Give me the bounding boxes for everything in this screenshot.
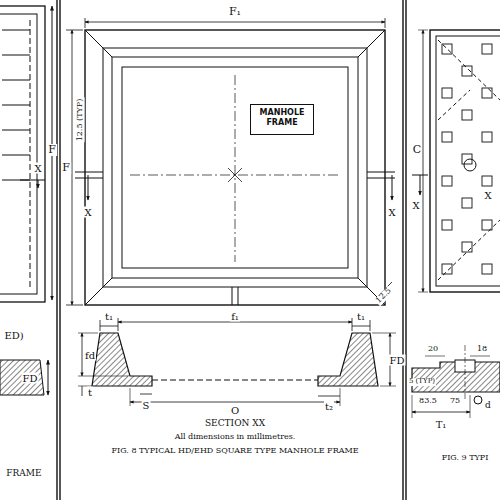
dimension-label: X: [411, 200, 420, 211]
dimension-label: fd: [84, 350, 96, 361]
cover-hole: [462, 110, 472, 120]
dimension-label: 83.5: [418, 397, 438, 406]
dimension-label: d: [484, 401, 492, 411]
section-title: SECTION XX: [204, 419, 266, 429]
dimension-label: F: [61, 162, 71, 174]
dimension-label: 20: [427, 345, 439, 354]
section-xx: [78, 318, 396, 406]
cover-hole: [442, 220, 452, 230]
dimension-label: C: [412, 144, 422, 156]
figure-title: FRAME: [5, 469, 42, 479]
dimension-label: f₁: [230, 311, 240, 322]
dimension-label: X: [83, 207, 92, 218]
cover-hole: [482, 44, 492, 54]
cover-hole: [482, 176, 492, 186]
dimension-label: X: [483, 190, 492, 201]
panel-border: [57, 0, 60, 500]
section-mark: X: [33, 163, 42, 174]
note-text: FIG. 9 TYPI: [441, 454, 490, 463]
dimension-letter: FD: [22, 373, 39, 384]
dimension-label: S: [142, 400, 151, 411]
dimension-label: FD: [389, 355, 406, 366]
dimension-label: 5 (TYP): [408, 378, 436, 386]
cover-hole: [462, 242, 472, 252]
panel-border: [403, 0, 406, 500]
dimension-letter: F: [47, 144, 57, 156]
dimension-label: t₁: [356, 311, 366, 322]
note-text: All dimensions in millimetres.: [174, 433, 297, 442]
dimension-label: t₁: [104, 311, 114, 322]
cover-hole: [442, 88, 452, 98]
dimension-label: 12.5: [374, 286, 394, 306]
cover-hole: [482, 132, 492, 142]
dimension-label: 12.5 (TYP): [76, 98, 85, 143]
dimension-label: O: [230, 405, 240, 416]
dimension-label: t₂: [324, 401, 334, 412]
cover-plan: [412, 30, 500, 292]
square-frame-plan: [66, 18, 395, 305]
cover-hole: [462, 198, 472, 208]
cover-hole: [482, 88, 492, 98]
cover-hole: [482, 264, 492, 274]
view-note: ED): [3, 330, 24, 341]
label-box: MANHOLE FRAME: [250, 104, 314, 135]
dimension-label: T₁: [435, 419, 448, 430]
cover-hole: [442, 176, 452, 186]
cover-hole: [442, 264, 452, 274]
dimension-label: t: [87, 387, 93, 398]
dimension-label: F₁: [228, 6, 242, 18]
dimension-label: 18: [476, 345, 488, 354]
dimension-label: X: [387, 207, 396, 218]
dimension-label: 75: [449, 397, 461, 406]
cover-hole: [442, 132, 452, 142]
left-frame-view: [0, 6, 52, 395]
figure-caption: FIG. 8 TYPICAL HD/EHD SQUARE TYPE MANHOL…: [112, 446, 359, 455]
box-label: MANHOLE FRAME: [255, 108, 309, 129]
